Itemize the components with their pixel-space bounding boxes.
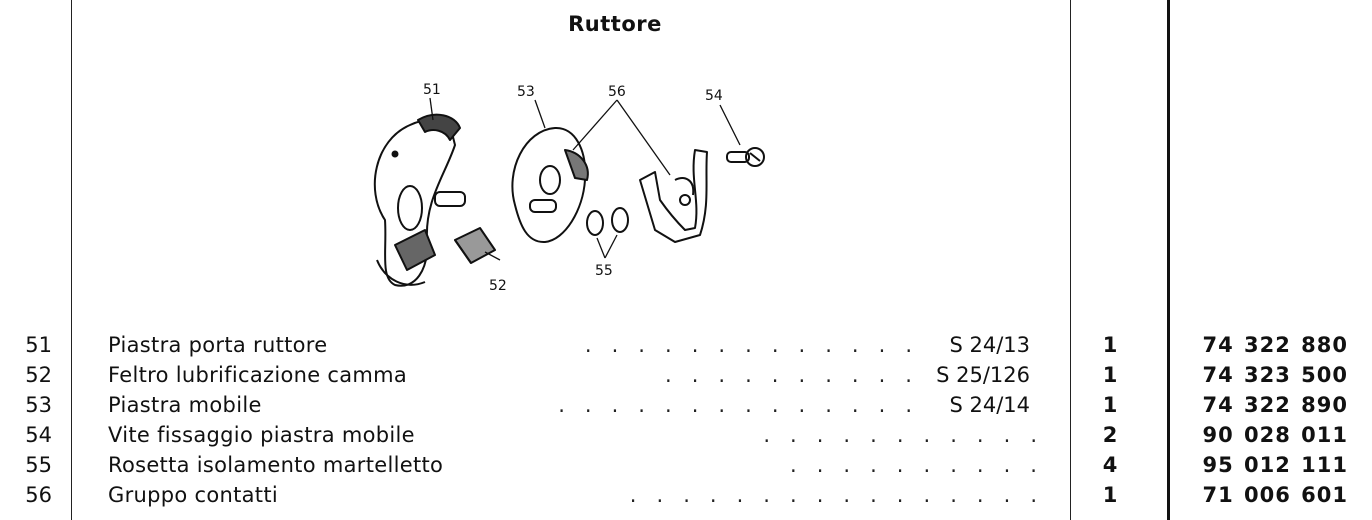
part-number: 53 [25,393,52,417]
part-code: 74 323 500 [1202,363,1348,387]
exploded-parts-diagram: 51 52 53 54 55 56 [373,82,765,294]
part-54-drawing [726,147,765,167]
part-description: Gruppo contatti [108,483,279,507]
table-row: 51 Piastra porta ruttore . . . . . . . .… [0,333,1372,359]
part-reference: S 25/126 [936,363,1030,387]
leader-dots: . . . . . . . . . . . [763,423,1037,447]
part-description: Piastra porta ruttore [108,333,328,357]
part-description: Piastra mobile [108,393,262,417]
part-code: 95 012 111 [1202,453,1348,477]
part-reference: S 24/14 [949,393,1030,417]
callout-54: 54 [705,88,723,104]
leader-dots: . . . . . . . . . . . . . . [558,393,912,417]
leader-dots: . . . . . . . . . . . . . [584,333,912,357]
leader-dots: . . . . . . . . . . . . . . . . [629,483,1037,507]
callout-55: 55 [595,263,613,279]
part-51-drawing [373,113,466,287]
table-row: 56 Gruppo contatti . . . . . . . . . . .… [0,483,1372,509]
part-quantity: 1 [1102,393,1118,417]
table-row: 54 Vite fissaggio piastra mobile . . . .… [0,423,1372,449]
part-quantity: 1 [1102,333,1118,357]
column-rule-description [1070,0,1071,520]
part-quantity: 4 [1102,453,1118,477]
part-56-drawing [639,149,708,243]
part-code: 74 322 890 [1202,393,1348,417]
part-quantity: 1 [1102,363,1118,387]
part-code: 71 006 601 [1202,483,1348,507]
part-55-drawing [586,207,629,236]
table-row: 55 Rosetta isolamento martelletto . . . … [0,453,1372,479]
part-number: 56 [25,483,52,507]
table-row: 52 Feltro lubrificazione camma . . . . .… [0,363,1372,389]
part-code: 74 322 880 [1202,333,1348,357]
part-description: Rosetta isolamento martelletto [108,453,444,477]
part-number: 54 [25,423,52,447]
section-title: Ruttore [568,12,662,36]
column-rule-left [71,0,72,520]
callout-53: 53 [517,84,535,100]
callout-56: 56 [608,84,626,100]
part-52-drawing [454,227,496,264]
part-description: Feltro lubrificazione camma [108,363,408,387]
leader-dots: . . . . . . . . . . [665,363,912,387]
part-number: 52 [25,363,52,387]
leader-dots: . . . . . . . . . . [790,453,1037,477]
part-53-drawing [511,126,589,244]
callout-51: 51 [423,82,441,98]
part-number: 51 [25,333,52,357]
part-quantity: 1 [1102,483,1118,507]
part-number: 55 [25,453,52,477]
part-description: Vite fissaggio piastra mobile [108,423,415,447]
part-code: 90 028 011 [1202,423,1348,447]
column-rule-quantity [1167,0,1170,520]
part-reference: S 24/13 [949,333,1030,357]
part-quantity: 2 [1102,423,1118,447]
callout-52: 52 [489,278,507,294]
table-row: 53 Piastra mobile . . . . . . . . . . . … [0,393,1372,419]
